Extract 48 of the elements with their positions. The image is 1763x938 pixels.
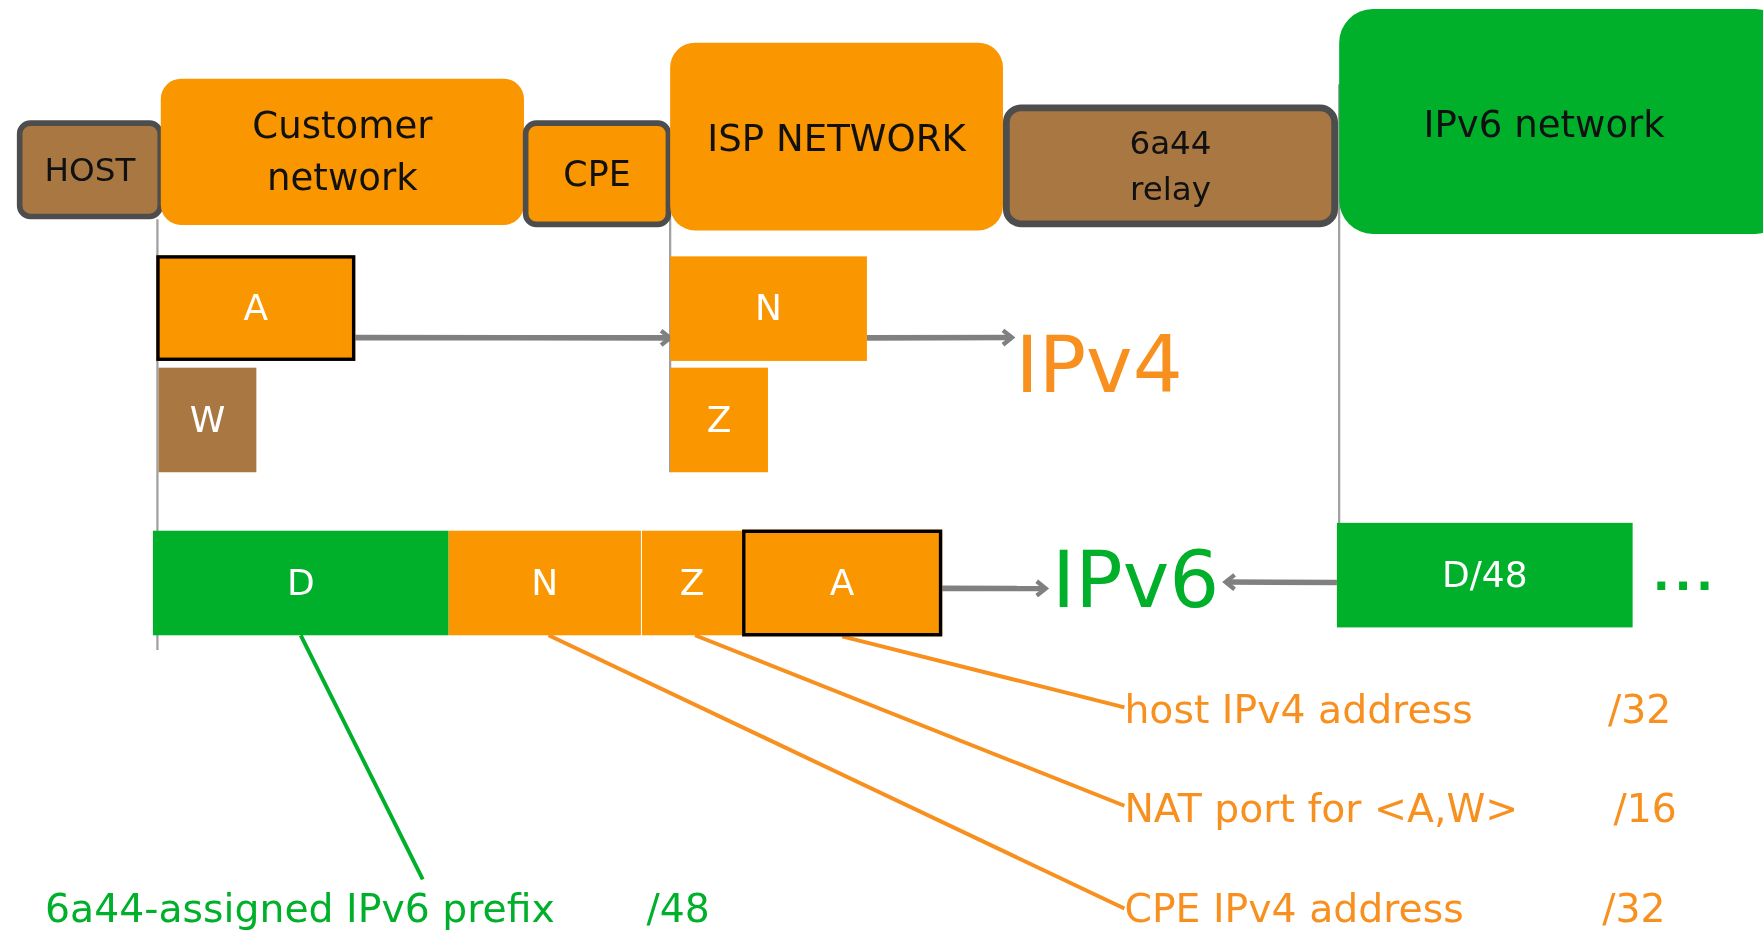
prefix-length-text: /32 xyxy=(1602,886,1666,931)
leader-line xyxy=(841,634,1125,710)
annotation-text: NAT port for <A,W> xyxy=(1124,785,1519,831)
prefix-field xyxy=(152,530,449,636)
relay-box xyxy=(1002,104,1339,228)
protocol-label: IPv6 xyxy=(1051,533,1220,629)
node-label: N xyxy=(755,285,782,332)
network-box xyxy=(670,42,1003,231)
leader-line xyxy=(547,633,1126,911)
leader-line xyxy=(299,634,425,881)
node-label: Customer network xyxy=(251,102,434,201)
protocol-label: IPv4 xyxy=(1015,318,1183,414)
arrow xyxy=(1223,572,1337,592)
address-field xyxy=(156,255,356,361)
prefix-length-text: /16 xyxy=(1613,785,1677,831)
port-field xyxy=(670,367,768,473)
prefix-length-text: /32 xyxy=(1607,687,1672,732)
port-field xyxy=(642,530,743,636)
node-label: Z xyxy=(706,397,732,443)
annotation-text: 6a44-assigned IPv6 prefix xyxy=(45,886,555,931)
node-label: CPE xyxy=(563,151,631,196)
node-label: W xyxy=(189,397,226,443)
network-box xyxy=(1339,9,1763,234)
address-field xyxy=(742,529,943,637)
prefix-field xyxy=(1336,522,1633,628)
node-label: 6a44 relay xyxy=(1128,122,1213,210)
node-label: Z xyxy=(679,560,705,606)
leader-line xyxy=(694,633,1126,808)
port-field xyxy=(158,367,257,473)
node-label: N xyxy=(531,560,559,606)
annotation-text: CPE IPv4 address xyxy=(1124,886,1464,931)
network-box xyxy=(160,78,524,225)
address-field xyxy=(448,530,641,636)
host-box xyxy=(16,120,164,220)
arrow xyxy=(866,328,1015,347)
node-label: A xyxy=(243,285,269,331)
prefix-length-text: /48 xyxy=(646,886,710,931)
node-label: D/48 xyxy=(1441,552,1528,599)
ellipsis-text: ... xyxy=(1652,548,1718,601)
node-label: IPv6 network xyxy=(1423,101,1665,149)
cpe-box xyxy=(522,120,672,228)
node-label: A xyxy=(829,560,855,606)
node-label: D xyxy=(286,560,315,606)
node-label: ISP NETWORK xyxy=(707,114,966,162)
address-field xyxy=(670,256,867,361)
annotation-text: host IPv4 address xyxy=(1124,687,1473,732)
node-label: HOST xyxy=(44,149,136,191)
arrow xyxy=(942,579,1048,598)
